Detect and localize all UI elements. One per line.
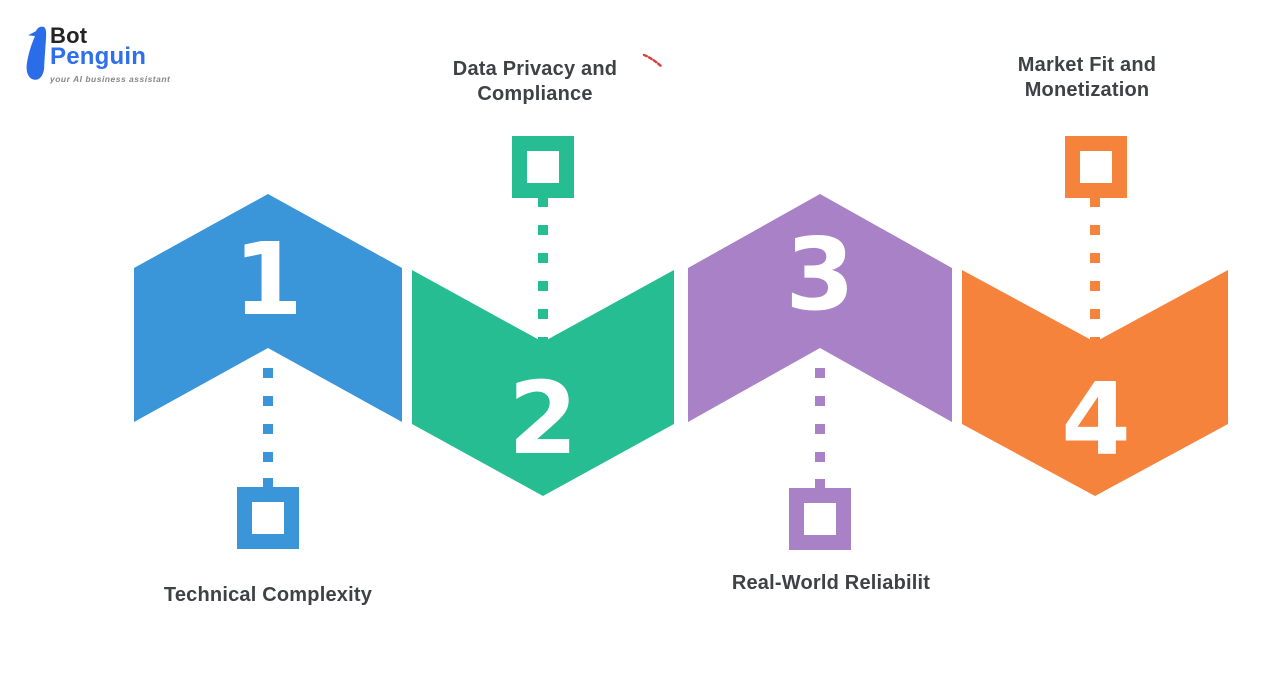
dotted-connector-1: [263, 368, 273, 462]
logo-brand-penguin: Penguin: [50, 43, 147, 70]
step-number-1: 1: [233, 221, 303, 338]
step-number-2: 2: [508, 360, 578, 477]
hollow-square-icon: [512, 136, 574, 198]
red-scribble-stroke: [642, 53, 663, 68]
step-number-4: 4: [1061, 361, 1131, 478]
chevron-1: [134, 194, 402, 422]
connector-tab-4: [1090, 198, 1100, 207]
botpenguin-logo: Bot Penguin your AI business assistant: [14, 16, 170, 96]
step-label-real-world: Real-World Reliabilit: [731, 572, 931, 594]
step-number-3: 3: [785, 216, 855, 333]
chevron-4: [962, 270, 1228, 496]
red-scribble-icon: [642, 53, 663, 68]
step-label-technical-complexity: Technical Complexity: [163, 584, 373, 606]
connector-tab-3: [815, 479, 825, 488]
logo-tagline: your AI business assistant: [50, 74, 171, 84]
connector-tab-1: [263, 478, 273, 487]
dotted-connector-4: [1090, 225, 1100, 347]
step-label-market-fit: Market Fit and Monetization: [1017, 54, 1157, 101]
dotted-connector-3: [815, 368, 825, 462]
hollow-square-icon: [789, 488, 851, 550]
chevron-3: [688, 194, 952, 422]
connector-tab-2: [538, 198, 548, 207]
chevron-2: [412, 270, 674, 496]
logo-text: Bot Penguin your AI business assistant: [50, 23, 171, 85]
dotted-connector-2: [538, 225, 548, 347]
hollow-square-icon: [1065, 136, 1127, 198]
logo-brand-bot: Bot: [50, 23, 88, 48]
step-label-data-privacy: Data Privacy and Compliance: [452, 58, 618, 105]
hollow-square-icon: [237, 487, 299, 549]
penguin-icon-shape: [26, 26, 47, 80]
penguin-icon: [26, 26, 47, 80]
